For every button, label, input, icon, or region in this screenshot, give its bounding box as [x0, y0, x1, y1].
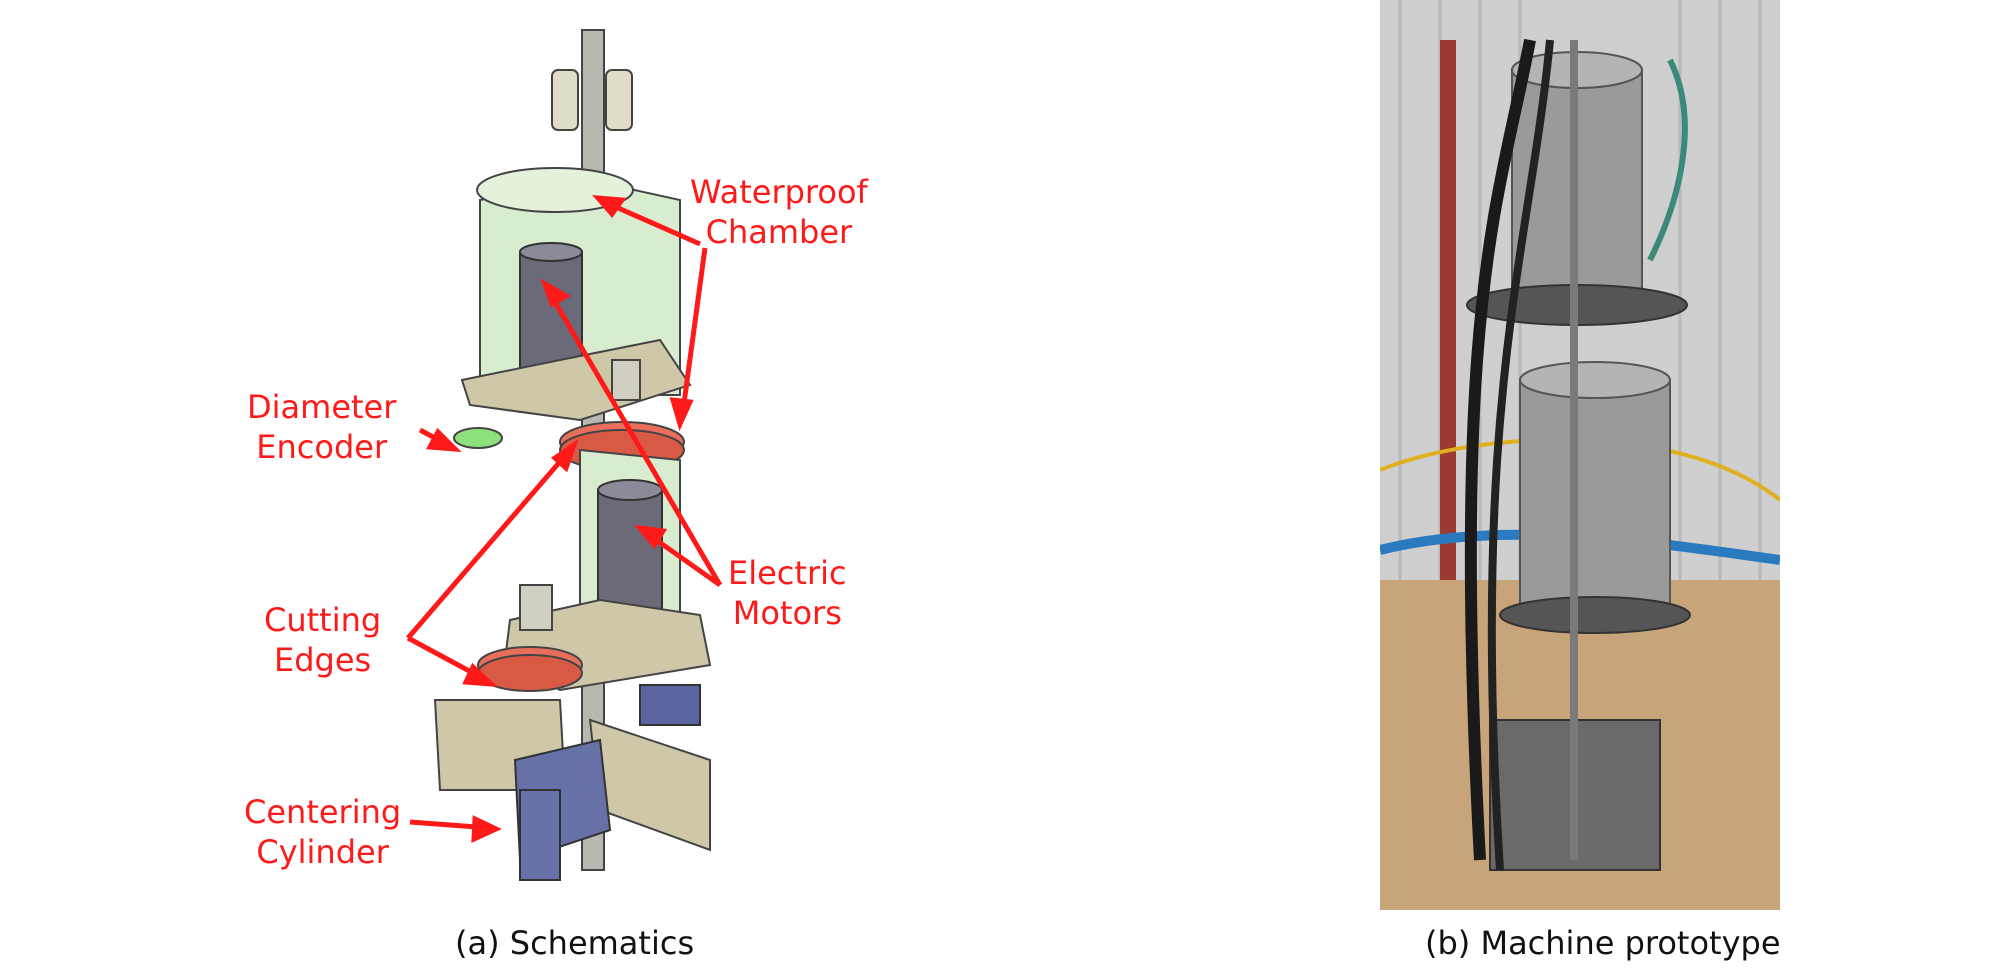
encoder-wheel — [453, 427, 503, 449]
label-line: Motors — [732, 594, 842, 632]
prototype-machine — [1464, 38, 1691, 871]
upper-chamber — [460, 167, 692, 422]
caption-left: (a) Schematics — [455, 924, 695, 962]
label-waterproof-chamber: Waterproof Chamber — [690, 172, 868, 252]
label-line: Cutting — [264, 601, 382, 639]
centering-assembly — [433, 684, 711, 881]
lifting-lug — [551, 69, 579, 131]
label-line: Electric — [728, 554, 847, 592]
label-centering-cylinder: Centering Cylinder — [244, 792, 401, 872]
label-line: Centering — [244, 793, 402, 831]
lower-cutter — [477, 646, 583, 692]
label-line: Chamber — [705, 213, 853, 251]
schematic-drawing — [406, 29, 723, 881]
label-diameter-encoder: Diameter Encoder — [247, 387, 396, 467]
label-line: Cylinder — [256, 833, 389, 871]
label-line: Edges — [274, 641, 372, 679]
label-line: Waterproof — [690, 173, 868, 211]
caption-right: (b) Machine prototype — [1425, 924, 1781, 962]
label-line: Encoder — [256, 428, 388, 466]
label-line: Diameter — [247, 388, 397, 426]
label-electric-motors: Electric Motors — [728, 553, 847, 633]
annotation-arrows — [406, 194, 723, 843]
prototype-photo — [1380, 0, 1780, 910]
label-cutting-edges: Cutting Edges — [264, 600, 381, 680]
